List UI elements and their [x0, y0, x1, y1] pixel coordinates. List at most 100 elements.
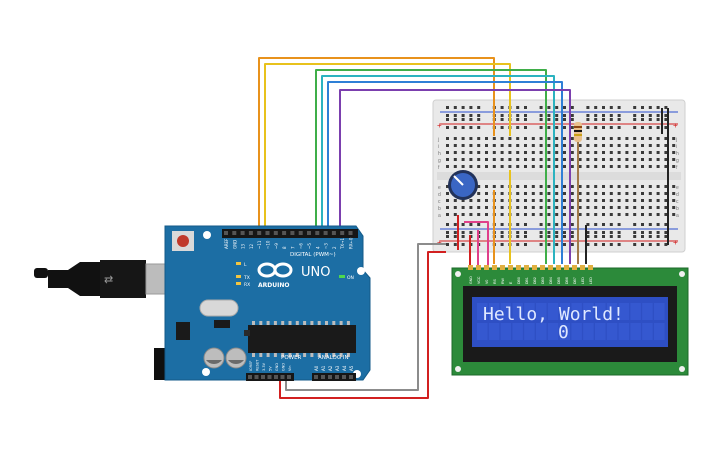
lcd-cell: [559, 323, 571, 340]
analog-pin-header: [312, 373, 356, 381]
digital-pin-label: 12: [249, 243, 254, 249]
row-letter: j: [675, 137, 677, 143]
lcd-pin-label: VCC: [477, 276, 481, 284]
digital-header-label: DIGITAL (PWM~): [290, 252, 336, 258]
lcd-cell: [583, 323, 594, 340]
l-led-label: L: [244, 262, 247, 268]
digital-pin-label: ~6: [299, 243, 304, 249]
wire-green: [315, 69, 547, 264]
lcd-line-2: 0: [558, 322, 569, 343]
digital-pin-label: 4: [315, 246, 320, 249]
row-letter: b: [438, 206, 441, 212]
row-letter: g: [676, 158, 679, 164]
lcd-cell: [654, 323, 665, 340]
lcd-pin-label: LED: [589, 277, 593, 284]
wire-yellow: [264, 63, 511, 233]
lcd-cell: [583, 303, 594, 320]
lcd-cell: [618, 303, 630, 320]
lcd-cell: [488, 303, 500, 320]
reset-button[interactable]: [172, 231, 194, 251]
digital-pin-label: ~3: [324, 243, 329, 249]
power-pin-label: Vin: [288, 365, 292, 371]
lcd-cell: [571, 323, 582, 340]
row-letter: d: [438, 192, 441, 198]
lcd-pin: [548, 265, 553, 270]
lcd-pin: [516, 265, 521, 270]
digital-pin-label: 13: [241, 243, 246, 249]
lcd-cell: [595, 303, 606, 320]
lcd-cell: [630, 323, 641, 340]
wire-red-power: [279, 251, 446, 399]
lcd-pin-label: DB2: [533, 277, 537, 284]
row-letter: f: [438, 165, 440, 171]
lcd-cell: [524, 323, 535, 340]
wires: [258, 57, 669, 399]
usb-cable: ⇄: [34, 260, 173, 298]
digital-pin-label: GND: [232, 240, 237, 249]
lcd-pin: [556, 265, 561, 270]
lcd-pin-label: RS: [493, 278, 497, 284]
rail-plus-label-left: +: [437, 121, 442, 130]
on-led-label: ON: [347, 275, 354, 281]
arduino-logo-text: ARDUINO: [258, 282, 289, 289]
row-letter: h: [676, 151, 679, 157]
lcd-pin: [532, 265, 537, 270]
lcd-pin-label: GND: [469, 276, 473, 284]
lcd-cell: [524, 303, 535, 320]
row-letter: i: [438, 144, 439, 150]
wire-orange: [258, 57, 495, 233]
power-pin-label: 3.3V: [262, 362, 266, 371]
lcd-cell-grid: [477, 303, 665, 340]
atmega-chip: [248, 325, 356, 353]
row-letter: c: [676, 199, 679, 205]
lcd-pin-label: V0: [485, 280, 489, 284]
lcd-cell: [571, 303, 582, 320]
row-letter: f: [676, 165, 678, 171]
power-header-label: POWER: [281, 355, 302, 361]
lcd-cell: [477, 323, 488, 340]
digital-pin-label: 7: [290, 246, 295, 249]
power-pin-label: IOREF: [249, 361, 253, 371]
digital-pin-label: ~11: [257, 240, 262, 249]
analog-pin-label: A2: [328, 365, 333, 371]
analog-pin-label: A1: [321, 365, 326, 371]
rail-plus-label-right: +: [673, 121, 678, 130]
digital-pin-label: AREF: [224, 238, 229, 249]
lcd-cell: [512, 323, 523, 340]
lcd-line-1: Hello, World!: [483, 304, 624, 325]
lcd-pin: [564, 265, 569, 270]
digital-pin-label: RX←0: [349, 237, 354, 249]
lcd-cell: [500, 303, 512, 320]
digital-pin-label: 8: [282, 246, 287, 249]
lcd-cell: [512, 303, 523, 320]
lcd-cell: [630, 303, 641, 320]
row-letter: g: [438, 158, 441, 164]
lcd-pin-label: E: [509, 281, 513, 284]
potentiometer[interactable]: [448, 170, 478, 200]
row-letter: a: [438, 213, 441, 219]
lcd-cell: [488, 323, 500, 340]
lcd-pin-label: DB4: [549, 277, 553, 284]
row-letter: a: [676, 213, 679, 219]
lcd-pin: [468, 265, 473, 270]
digital-pin-label: ~9: [274, 243, 279, 249]
resistor: [574, 122, 582, 142]
analog-pin-label: A5: [349, 365, 354, 371]
row-letter: h: [438, 151, 441, 157]
arduino-uno: ⇄ ARDUINO: [34, 225, 371, 381]
lcd-cell: [559, 303, 571, 320]
power-pin-label: RESET: [256, 359, 260, 371]
row-letter: b: [676, 206, 679, 212]
usb-symbol-icon: ⇄: [104, 274, 113, 286]
lcd-cell: [477, 303, 488, 320]
lcd-pin: [476, 265, 481, 270]
rail-plus-label-bottom: +: [437, 238, 442, 247]
wire-teal: [321, 75, 555, 264]
power-pin-label: 5V: [269, 366, 273, 371]
lcd-pin: [508, 265, 513, 270]
power-pin-label: GND: [282, 363, 286, 371]
